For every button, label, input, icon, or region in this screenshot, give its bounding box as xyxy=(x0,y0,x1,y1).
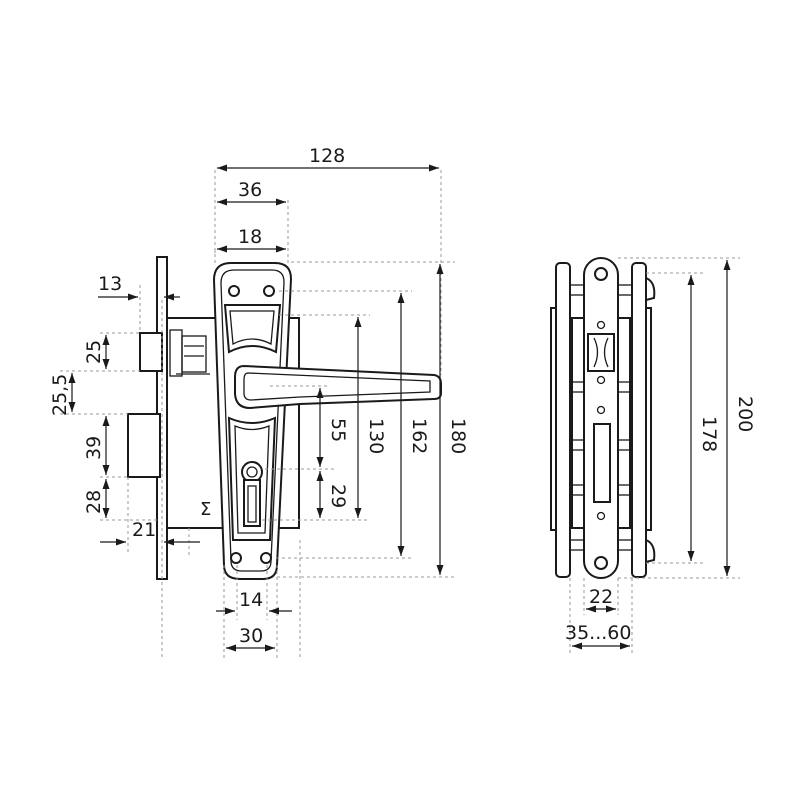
dim-200-label: 200 xyxy=(734,396,756,432)
dim-200: 200 xyxy=(723,260,756,576)
front-view: Σ 128 36 xyxy=(49,145,469,660)
dim-21: 21 xyxy=(100,519,200,546)
dim-178-label: 178 xyxy=(698,416,720,452)
dim-29-label: 29 xyxy=(327,484,349,508)
dim-28: 28 xyxy=(83,479,110,518)
screw-bottom-left xyxy=(230,552,242,564)
dim-128-label: 128 xyxy=(309,145,345,167)
screw-top-left xyxy=(228,285,240,297)
dim-36: 36 xyxy=(217,179,286,206)
side-face-plate xyxy=(583,257,619,579)
dim-30: 30 xyxy=(226,625,275,652)
dim-130-label: 130 xyxy=(365,418,387,454)
dim-25-5: 25,5 xyxy=(49,373,76,416)
dim-130: 130 xyxy=(354,317,387,518)
dim-14-label: 14 xyxy=(239,589,263,611)
dim-29: 29 xyxy=(316,471,349,518)
side-deadbolt xyxy=(593,423,611,503)
dim-35-60-label: 35...60 xyxy=(565,622,631,644)
dim-30-label: 30 xyxy=(239,625,263,647)
dim-18-label: 18 xyxy=(238,226,262,248)
dim-36-label: 36 xyxy=(238,179,262,201)
dim-178: 178 xyxy=(687,275,720,561)
dim-128: 128 xyxy=(217,145,439,172)
dim-25-5-label: 25,5 xyxy=(49,374,71,416)
side-view: 178 200 22 35...60 xyxy=(550,257,756,655)
dim-22-label: 22 xyxy=(589,586,613,608)
dim-28-label: 28 xyxy=(83,490,105,514)
dim-22: 22 xyxy=(586,586,616,613)
dim-39: 39 xyxy=(83,416,110,475)
screw-bottom-right xyxy=(260,552,272,564)
latch-mechanism xyxy=(169,329,210,377)
lever-handle xyxy=(234,364,442,410)
dim-18: 18 xyxy=(217,226,286,253)
dim-39-label: 39 xyxy=(83,436,105,460)
dim-13: 13 xyxy=(98,273,180,301)
dim-21-label: 21 xyxy=(132,519,156,541)
dim-14: 14 xyxy=(216,589,292,615)
dim-13-label: 13 xyxy=(98,273,122,295)
marking-sigma: Σ xyxy=(200,499,211,520)
dim-162: 162 xyxy=(397,293,430,556)
dim-35-60: 35...60 xyxy=(565,622,631,650)
dim-55-label: 55 xyxy=(327,418,349,442)
side-right-plate-outer xyxy=(631,262,647,578)
side-left-plate-outer xyxy=(555,262,571,578)
handle-rose-recess xyxy=(223,304,282,354)
dim-55: 55 xyxy=(316,388,349,467)
latch-bolt xyxy=(139,332,163,372)
screw-top-right xyxy=(263,285,275,297)
dim-25-label: 25 xyxy=(83,340,105,364)
dim-180-label: 180 xyxy=(447,418,469,454)
dim-25: 25 xyxy=(83,335,110,369)
side-latch xyxy=(587,333,615,372)
dim-162-label: 162 xyxy=(408,418,430,454)
dim-180: 180 xyxy=(436,264,469,575)
dead-bolt xyxy=(127,413,161,478)
